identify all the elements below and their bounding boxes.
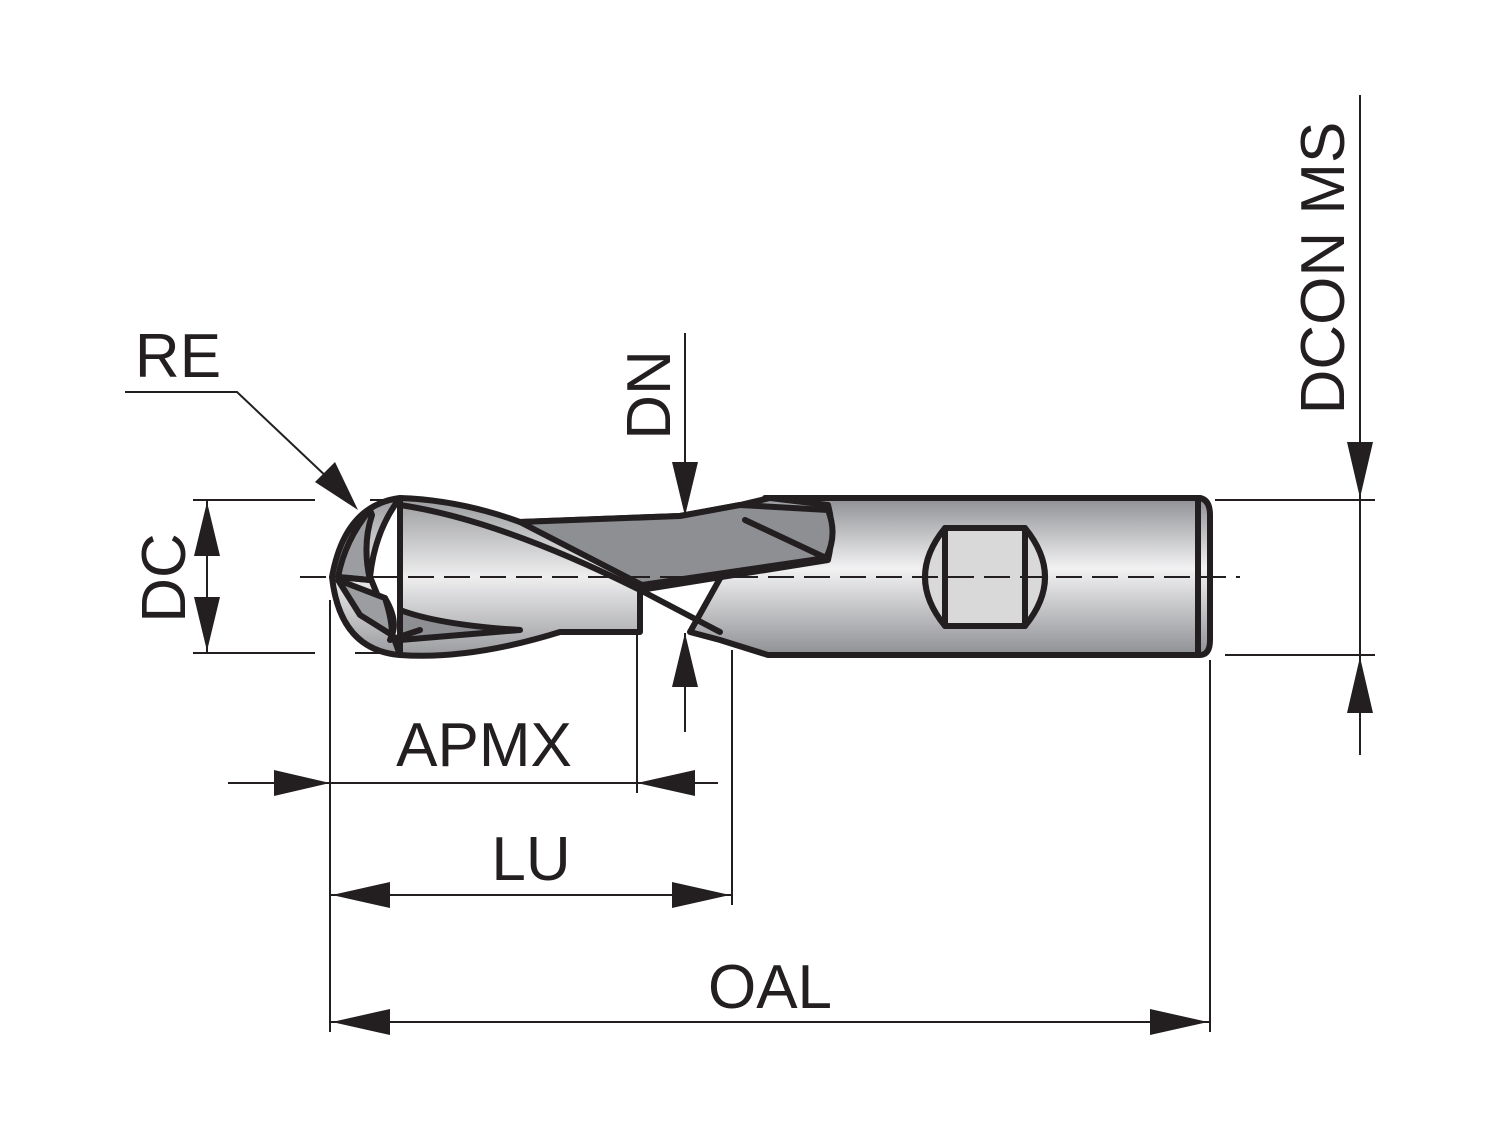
end-mill-tool [329,495,1213,659]
dcon-ms-dimension: DCON MS [1289,95,1373,755]
dc-dimension: DC [130,500,220,653]
oal-label: OAL [708,953,832,1022]
dn-dimension: DN [615,333,698,732]
re-label: RE [135,322,221,391]
lu-label: LU [491,825,570,894]
re-leader: RE [125,322,358,510]
lu-dimension: LU [330,825,732,908]
dn-label: DN [615,350,684,440]
apmx-label: APMX [396,711,572,780]
oal-dimension: OAL [330,953,1210,1035]
extension-lines [193,499,1375,1032]
apmx-dimension: APMX [228,711,718,796]
dc-label: DC [130,533,199,623]
dcon-ms-label: DCON MS [1289,122,1358,415]
